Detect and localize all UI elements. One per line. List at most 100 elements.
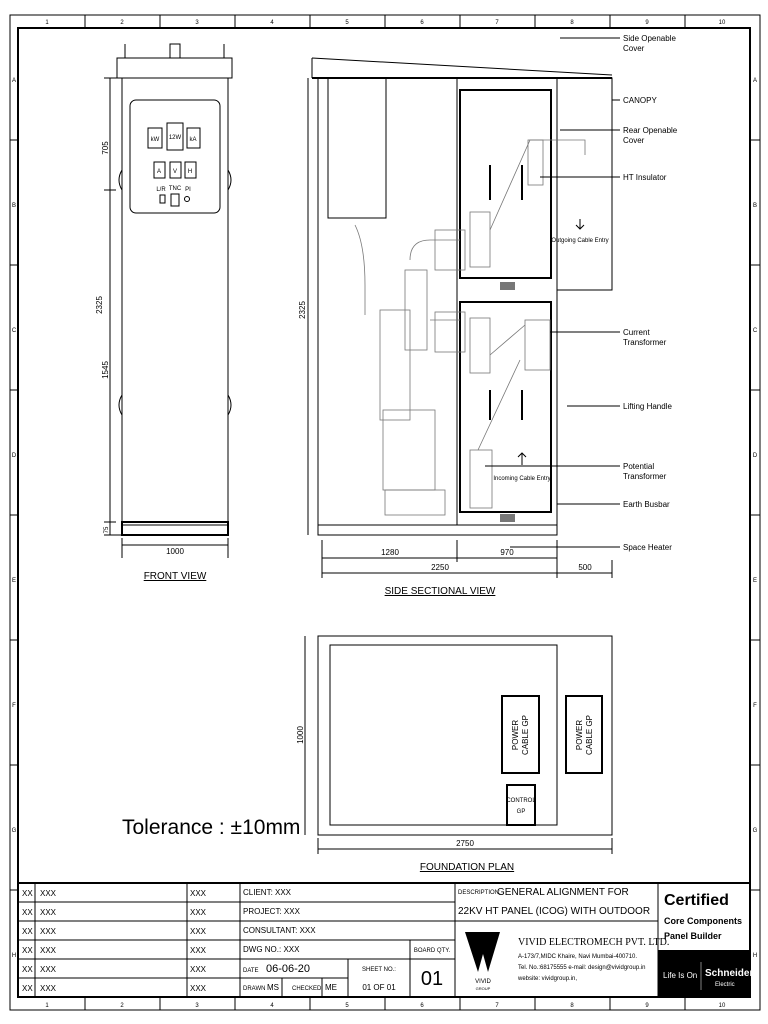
svg-text:Schneider: Schneider [705, 968, 753, 979]
svg-text:VIVID ELECTROMECH PVT. LTD.: VIVID ELECTROMECH PVT. LTD. [518, 937, 669, 948]
svg-text:Certified: Certified [664, 892, 729, 909]
svg-text:CHECKED: CHECKED [292, 986, 322, 992]
callout-label: Cover [623, 136, 645, 145]
revision-cell: XX [22, 927, 33, 936]
svg-text:2325: 2325 [95, 296, 104, 314]
svg-text:TNC: TNC [169, 186, 182, 192]
column-ref: 10 [719, 1003, 726, 1009]
revision-cell: XXX [40, 889, 57, 898]
svg-text:Tel. No.:68175555 e-mail: des: Tel. No.:68175555 e-mail: design@vividgr… [518, 965, 646, 971]
svg-text:DATE: DATE [243, 968, 259, 974]
svg-text:Panel Builder: Panel Builder [664, 931, 722, 941]
revision-cell: XXX [190, 984, 207, 993]
svg-text:2325: 2325 [298, 301, 307, 319]
column-ref: 9 [645, 1003, 649, 1009]
column-ref: 5 [345, 20, 349, 26]
svg-text:500: 500 [578, 563, 592, 572]
column-ref: 7 [495, 1003, 499, 1009]
row-ref: E [12, 578, 16, 584]
svg-text:POWER: POWER [511, 720, 520, 750]
svg-text:GROUP: GROUP [476, 986, 491, 991]
svg-text:PROJECT: XXX: PROJECT: XXX [243, 907, 301, 916]
svg-text:970: 970 [500, 548, 514, 557]
svg-text:1545: 1545 [101, 361, 110, 379]
revision-cell: XX [22, 889, 33, 898]
svg-text:kW: kW [151, 137, 160, 143]
column-ref: 1 [45, 20, 49, 26]
schneider-badge [658, 950, 750, 997]
svg-text:SHEET NO.:: SHEET NO.: [362, 967, 396, 973]
svg-text:CONSULTANT: XXX: CONSULTANT: XXX [243, 926, 316, 935]
revision-cell: XXX [40, 908, 57, 917]
svg-text:GP: GP [517, 809, 526, 815]
revision-cell: XXX [40, 946, 57, 955]
row-ref: A [12, 78, 16, 84]
callout-label: Space Heater [623, 543, 672, 552]
svg-text:2750: 2750 [456, 839, 474, 848]
svg-text:Life Is On: Life Is On [663, 971, 697, 980]
svg-text:1000: 1000 [166, 547, 184, 556]
svg-text:1000: 1000 [296, 726, 305, 744]
revision-cell: XXX [190, 946, 207, 955]
callout-label: HT Insulator [623, 173, 667, 182]
callout-label: Lifting Handle [623, 402, 672, 411]
row-ref: A [753, 78, 757, 84]
column-ref: 6 [420, 1003, 424, 1009]
column-ref: 2 [120, 20, 124, 26]
row-ref: E [753, 578, 757, 584]
svg-text:01 OF 01: 01 OF 01 [362, 983, 396, 992]
row-ref: D [12, 453, 17, 459]
revision-cell: XXX [190, 889, 207, 898]
svg-text:POWER: POWER [575, 720, 584, 750]
svg-text:BOARD QTY.: BOARD QTY. [414, 948, 451, 954]
svg-text:V: V [173, 169, 177, 175]
svg-text:2250: 2250 [431, 563, 449, 572]
revision-cell: XX [22, 946, 33, 955]
callout-label: Transformer [623, 338, 667, 347]
row-ref: G [753, 828, 758, 834]
revision-cell: XX [22, 908, 33, 917]
svg-text:CLIENT: XXX: CLIENT: XXX [243, 888, 292, 897]
svg-text:L/R: L/R [156, 187, 166, 193]
svg-text:H: H [188, 169, 192, 175]
row-ref: D [753, 453, 758, 459]
row-ref: H [753, 953, 757, 959]
revision-cell: XXX [40, 927, 57, 936]
svg-text:website: vividgroup.in,: website: vividgroup.in, [517, 976, 577, 982]
svg-text:VIVID: VIVID [475, 979, 491, 985]
row-ref: F [753, 703, 757, 709]
svg-text:CABLE GP: CABLE GP [521, 715, 530, 755]
svg-text:705: 705 [101, 141, 110, 155]
rear-cover [556, 77, 613, 291]
svg-text:CONTROL: CONTROL [506, 798, 536, 804]
revision-cell: XXX [40, 965, 57, 974]
callout-label: CANOPY [623, 96, 657, 105]
row-ref: G [12, 828, 17, 834]
column-ref: 2 [120, 1003, 124, 1009]
svg-text:MS: MS [267, 983, 279, 992]
svg-text:DESCRIPTION:: DESCRIPTION: [458, 890, 501, 896]
column-ref: 4 [270, 20, 274, 26]
column-ref: 8 [570, 1003, 574, 1009]
svg-text:22KV HT PANEL (ICOG) WITH OUTD: 22KV HT PANEL (ICOG) WITH OUTDOOR [458, 906, 650, 917]
svg-text:A: A [157, 169, 161, 175]
revision-cell: XXX [190, 965, 207, 974]
revision-cell: XXX [40, 984, 57, 993]
row-ref: H [12, 953, 16, 959]
inner-border [17, 27, 751, 998]
revision-cell: XX [22, 965, 33, 974]
svg-text:A-173/7,MIDC Khaire, Navi Mumb: A-173/7,MIDC Khaire, Navi Mumbai-400710. [518, 954, 637, 960]
callout-label: Potential [623, 462, 654, 471]
side-sectional-view: Outgoing Cable Entry Incoming Cable Entr… [298, 57, 613, 597]
callout-label: Transformer [623, 472, 667, 481]
column-ref: 6 [420, 20, 424, 26]
svg-text:06-06-20: 06-06-20 [266, 963, 310, 975]
front-view: kW 12W kA A V H L/R TNC PI 705 2325 1545… [95, 43, 233, 582]
row-ref: B [753, 203, 757, 209]
svg-text:ME: ME [325, 983, 337, 992]
column-ref: 9 [645, 20, 649, 26]
svg-text:01: 01 [421, 968, 443, 990]
